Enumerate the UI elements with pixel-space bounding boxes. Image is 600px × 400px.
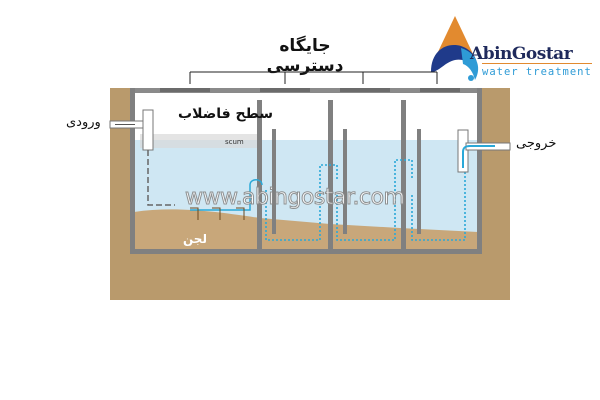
logo-tagline: water treatment [482,66,592,78]
outlet-label: خروجی [516,136,557,151]
inlet-label: ورودی [66,115,101,130]
access-bracket [189,71,438,84]
logo-divider [482,63,592,64]
sewage-surface-label: سطح فاضلاب [178,106,274,122]
access-point-title: جایگاه دسترسی [266,36,344,76]
logo-name: AbinGostar [470,44,573,64]
scum-label: scum [225,138,244,146]
logo-mark-icon [431,16,479,81]
watermark: www.abingostar.com [184,185,405,211]
sludge-label: لجن [183,232,207,246]
outlet-pipe [457,129,511,173]
